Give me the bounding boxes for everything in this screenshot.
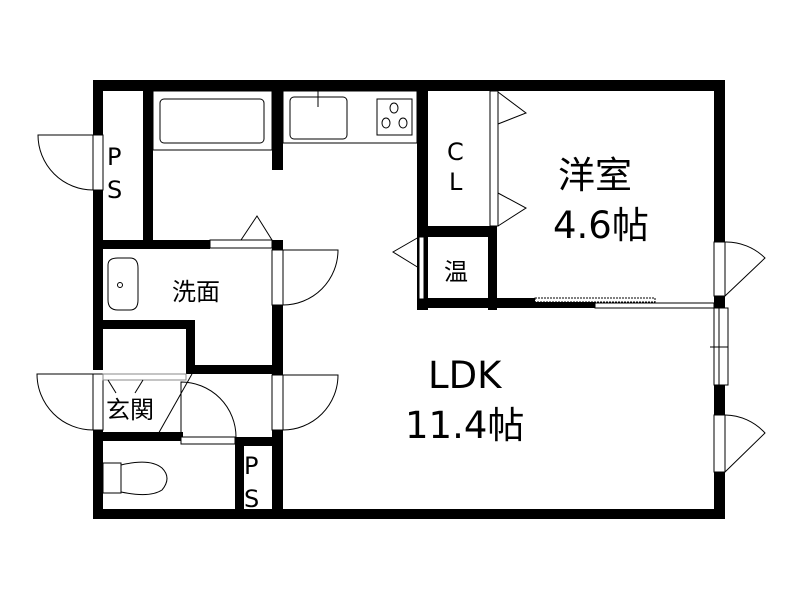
ldk-window <box>710 307 729 386</box>
western-room-name: 洋室 <box>558 154 632 197</box>
ldk-hall-door[interactable] <box>271 374 339 431</box>
closet-doors[interactable] <box>489 90 528 227</box>
bath-door[interactable] <box>209 215 273 249</box>
shoe-rack <box>102 373 193 437</box>
ps-top-label-2: S <box>107 176 122 204</box>
western-room-door[interactable] <box>713 241 766 297</box>
closet-label-1: C <box>447 138 464 166</box>
ps-bottom-label-1: P <box>244 452 258 480</box>
toilet <box>102 461 168 496</box>
entrance-door[interactable] <box>36 373 104 431</box>
entrance-label: 玄関 <box>106 396 154 424</box>
interior-walls <box>93 80 595 519</box>
kitchen-counter <box>282 90 418 144</box>
outer-walls <box>93 80 725 519</box>
ldk-size: 11.4帖 <box>405 404 524 447</box>
sliding-partition[interactable] <box>534 297 715 309</box>
water-heater-door[interactable] <box>392 236 425 300</box>
bathtub <box>152 90 273 151</box>
stove-icon <box>376 98 413 136</box>
ps-bottom-label-2: S <box>244 485 259 513</box>
water-heater-label: 温 <box>444 258 468 286</box>
ps-door-top[interactable] <box>37 134 104 191</box>
washroom-door[interactable] <box>271 249 339 306</box>
ps-top-label-1: P <box>107 143 121 171</box>
ldk-door[interactable] <box>713 414 766 473</box>
toilet-door[interactable] <box>180 381 237 445</box>
ldk-name: LDK <box>428 354 503 397</box>
western-room-size: 4.6帖 <box>553 204 649 247</box>
washbasin <box>107 257 139 311</box>
washroom-label: 洗面 <box>172 278 220 306</box>
closet-label-2: L <box>449 168 463 196</box>
